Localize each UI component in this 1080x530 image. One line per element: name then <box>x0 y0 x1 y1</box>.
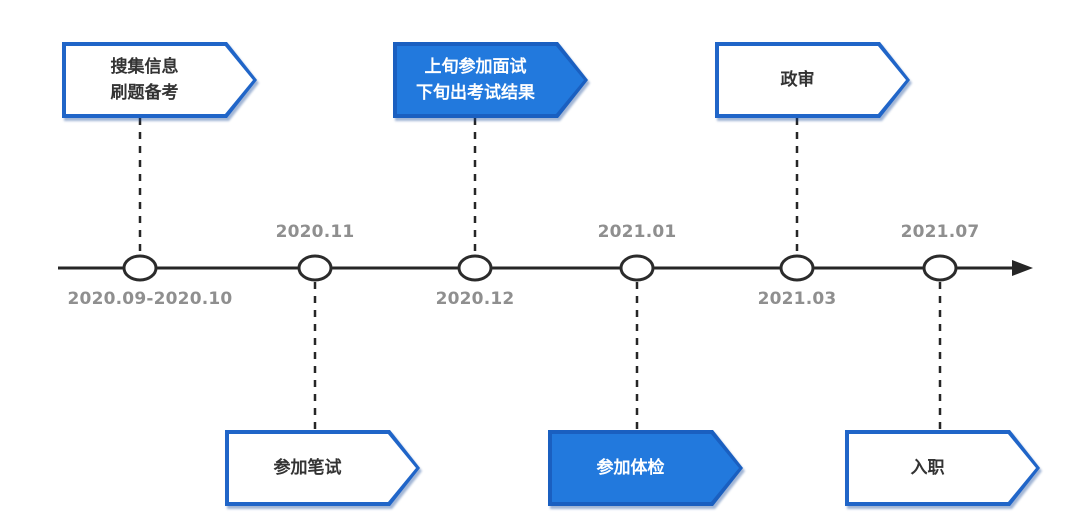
date-label: 2020.12 <box>435 289 515 309</box>
timeline-node-2 <box>297 254 333 282</box>
axis-arrowhead-icon <box>1012 260 1033 276</box>
date-label: 2021.07 <box>900 222 980 242</box>
date-label: 2020.09-2020.10 <box>67 289 233 309</box>
date-label: 2020.11 <box>275 222 355 242</box>
timeline-node-3 <box>457 254 493 282</box>
timeline-node-1 <box>122 254 158 282</box>
date-label: 2021.01 <box>597 222 677 242</box>
banner-label: 入职 <box>849 434 1036 502</box>
banner-physical-exam: 参加体检 <box>548 430 743 506</box>
banner-prepare: 搜集信息 刷题备考 <box>62 42 257 118</box>
banner-label: 搜集信息 刷题备考 <box>66 46 253 114</box>
timeline-node-4 <box>619 254 655 282</box>
banner-label: 参加体检 <box>552 434 739 502</box>
date-label: 2021.03 <box>757 289 837 309</box>
banner-label: 参加笔试 <box>229 434 416 502</box>
banner-political-review: 政审 <box>715 42 910 118</box>
banner-label: 政审 <box>719 46 906 114</box>
timeline-node-6 <box>922 254 958 282</box>
banner-label: 上旬参加面试 下旬出考试结果 <box>397 46 584 114</box>
timeline-node-5 <box>779 254 815 282</box>
banner-interview: 上旬参加面试 下旬出考试结果 <box>393 42 588 118</box>
banner-written-exam: 参加笔试 <box>225 430 420 506</box>
banner-onboarding: 入职 <box>845 430 1040 506</box>
